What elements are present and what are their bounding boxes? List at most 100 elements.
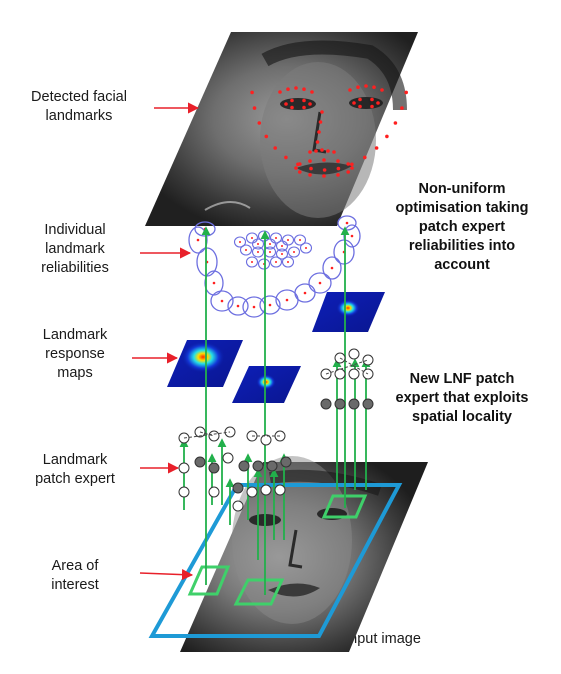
landmark-dot xyxy=(221,300,224,303)
landmark-dot xyxy=(275,237,277,239)
landmark-dot xyxy=(322,158,326,162)
input-node xyxy=(275,485,285,495)
landmark-dot xyxy=(310,90,314,94)
input-node xyxy=(261,485,271,495)
landmark-dot xyxy=(385,135,389,139)
landmark-dot xyxy=(298,162,302,166)
landmark-dot xyxy=(322,174,326,178)
landmark-dot xyxy=(299,239,301,241)
landmark-dot xyxy=(287,239,289,241)
input-node xyxy=(179,463,189,473)
landmark-dot xyxy=(253,106,257,110)
landmark-dot xyxy=(375,146,379,150)
top-face-image xyxy=(145,32,418,226)
landmark-dot xyxy=(286,87,290,91)
landmark-dot xyxy=(251,261,253,263)
landmark-dot xyxy=(376,101,380,105)
hidden-node xyxy=(239,461,249,471)
landmark-dot xyxy=(290,106,294,110)
input-node xyxy=(223,453,233,463)
response-map-2 xyxy=(232,366,301,403)
hidden-node xyxy=(335,399,345,409)
landmark-dot xyxy=(363,156,367,160)
hidden-node xyxy=(281,457,291,467)
landmark-dot xyxy=(348,88,352,92)
landmark-dot xyxy=(251,237,253,239)
landmark-dot xyxy=(290,99,294,103)
landmark-dot xyxy=(336,173,340,177)
hidden-node xyxy=(233,483,243,493)
landmark-dot xyxy=(331,267,334,270)
landmark-dot xyxy=(308,159,312,163)
landmark-dot xyxy=(273,146,277,150)
landmark-dot xyxy=(319,120,323,124)
landmark-dot xyxy=(320,110,324,114)
landmark-dot xyxy=(281,245,283,247)
landmark-dot xyxy=(350,163,354,167)
landmark-dot xyxy=(351,235,354,238)
landmark-dot xyxy=(286,299,289,302)
landmark-dot xyxy=(302,106,306,110)
hidden-node xyxy=(321,399,331,409)
arrow-area-of-interest xyxy=(140,573,192,575)
hidden-node xyxy=(349,399,359,409)
landmark-dot xyxy=(352,101,356,105)
landmark-dot xyxy=(239,241,241,243)
landmark-dot xyxy=(314,149,318,153)
landmark-dot xyxy=(346,222,349,225)
landmark-dot xyxy=(275,261,277,263)
landmark-dot xyxy=(350,166,354,170)
landmark-dot xyxy=(309,167,313,171)
landmark-dot xyxy=(358,98,362,102)
landmark-dot xyxy=(319,282,322,285)
landmark-dot xyxy=(237,305,240,308)
landmark-dot xyxy=(364,84,368,88)
landmark-dot xyxy=(394,121,398,125)
response-map-1 xyxy=(167,340,243,387)
landmark-dot xyxy=(370,98,374,102)
landmark-dot xyxy=(253,306,256,309)
input-node xyxy=(247,487,257,497)
input-node xyxy=(179,487,189,497)
landmark-dot xyxy=(281,253,283,255)
landmark-dot xyxy=(304,292,307,295)
landmark-dot xyxy=(308,102,312,106)
landmark-dot xyxy=(305,247,307,249)
input-node xyxy=(349,369,359,379)
landmark-dot xyxy=(258,121,262,125)
landmark-dot xyxy=(332,150,336,154)
landmark-dot xyxy=(278,90,282,94)
landmark-dot xyxy=(356,85,360,89)
landmark-dot xyxy=(323,168,327,172)
landmark-dot xyxy=(197,239,200,242)
landmark-dot xyxy=(336,159,340,163)
landmark-dot xyxy=(265,135,269,139)
dashed-connection xyxy=(326,360,368,374)
landmark-dot xyxy=(308,150,312,154)
landmark-dot xyxy=(337,167,341,171)
landmark-dot xyxy=(257,251,259,253)
landmark-dot xyxy=(269,243,271,245)
landmark-dot xyxy=(326,149,330,153)
landmark-dot xyxy=(380,88,384,92)
landmark-dot xyxy=(370,105,374,109)
landmark-dot xyxy=(257,243,259,245)
hidden-node xyxy=(267,461,277,471)
landmark-dot xyxy=(269,304,272,307)
landmark-dot xyxy=(346,162,350,166)
landmark-dot xyxy=(320,148,324,152)
landmark-dot xyxy=(294,166,298,170)
landmark-dot xyxy=(400,106,404,110)
landmark-dot xyxy=(308,173,312,177)
dashed-connection xyxy=(184,432,230,438)
landmark-dot xyxy=(284,102,288,106)
landmark-dot xyxy=(269,251,271,253)
landmark-dot xyxy=(287,261,289,263)
landmark-dot xyxy=(316,140,320,144)
landmark-dot xyxy=(250,91,254,95)
landmark-dot xyxy=(317,130,321,134)
landmark-dot xyxy=(372,85,376,89)
landmark-dot xyxy=(213,282,216,285)
